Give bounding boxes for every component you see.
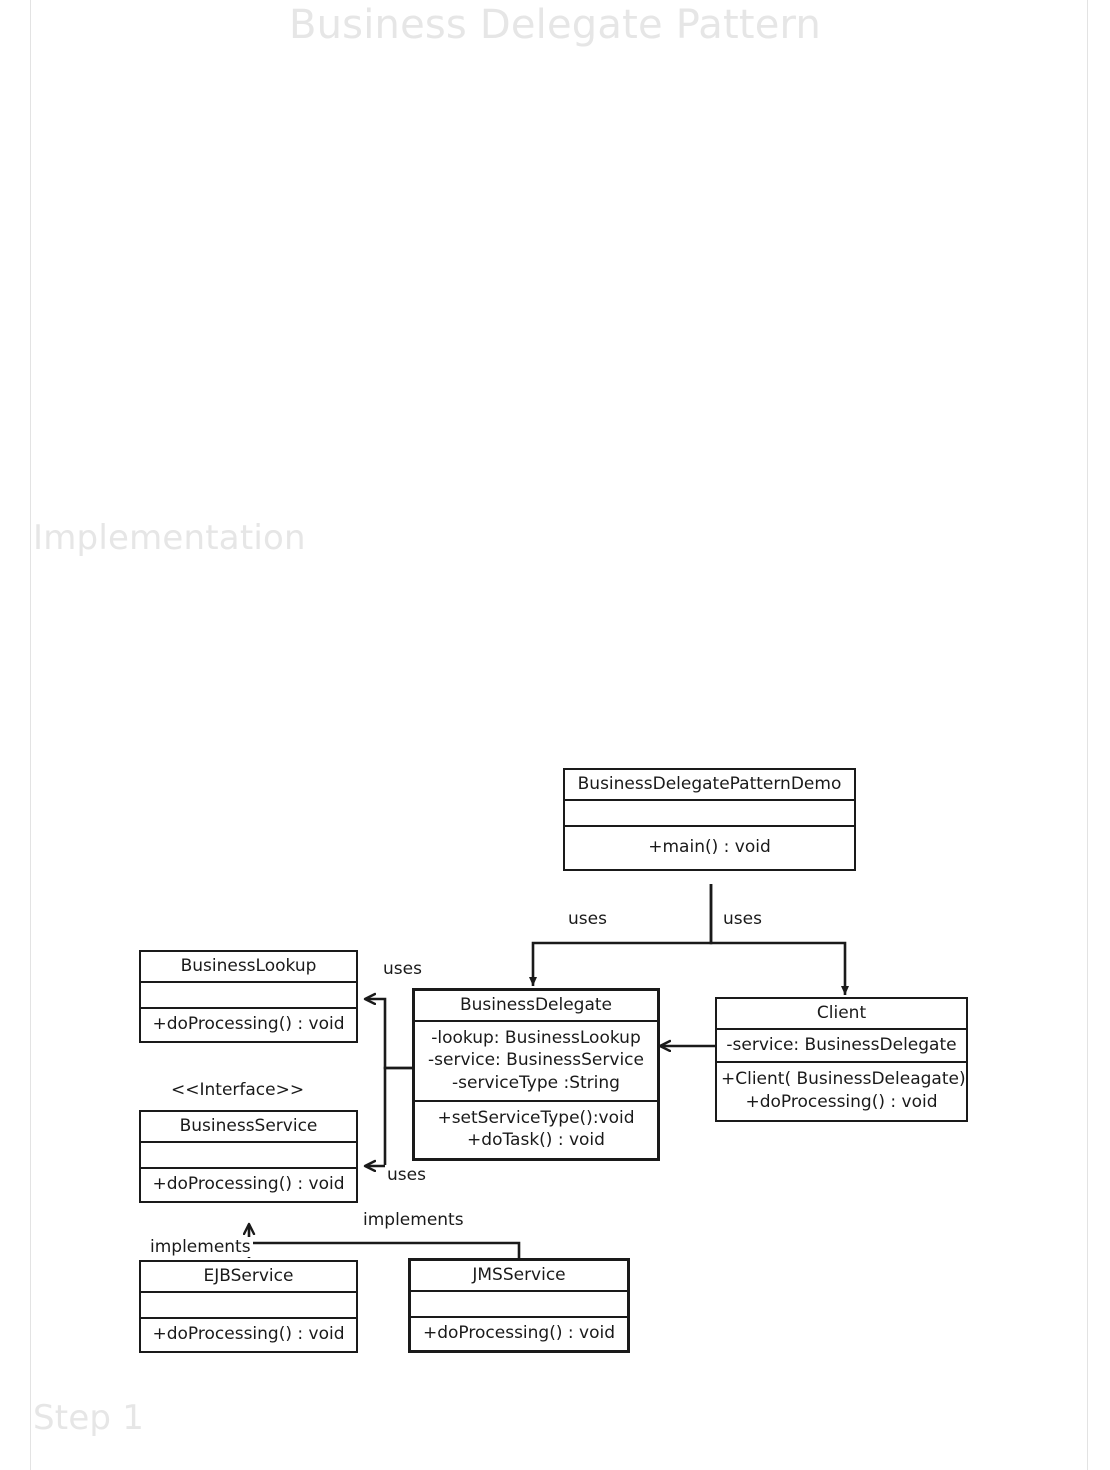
section-heading-implementation: Implementation xyxy=(33,518,306,558)
class-name-business-delegate: BusinessDelegate xyxy=(459,995,613,1015)
class-attributes-ejb-service xyxy=(141,1290,356,1317)
class-attributes-business-service xyxy=(141,1140,356,1167)
class-box-ejb-service[interactable]: EJBService +doProcessing() : void xyxy=(139,1260,358,1354)
page-rule-right xyxy=(1087,0,1088,1470)
edge-label-demo-client: uses xyxy=(721,909,764,929)
class-operation-ejb-service-do-processing: +doProcessing() : void xyxy=(141,1316,356,1351)
class-attributes-business-delegate-pattern-demo xyxy=(565,798,854,825)
class-box-business-delegate-pattern-demo[interactable]: BusinessDelegatePatternDemo +main() : vo… xyxy=(563,768,856,872)
class-attributes-jms-service xyxy=(411,1289,627,1316)
edge-label-delegate-lookup: uses xyxy=(381,959,424,979)
class-name-ejb-service: EJBService xyxy=(203,1266,294,1286)
edge-delegate-service xyxy=(365,1066,413,1166)
operation-client-ctor: +Client( BusinessDeleagate) xyxy=(721,1069,966,1090)
edge-demo-delegate xyxy=(529,884,713,986)
class-box-business-service[interactable]: BusinessService +doProcessing() : void xyxy=(139,1110,358,1204)
class-operation-business-lookup-do-processing: +doProcessing() : void xyxy=(141,1006,356,1041)
class-attributes-client: -service: BusinessDelegate xyxy=(717,1027,966,1061)
operation-do-task: +doTask() : void xyxy=(467,1130,605,1151)
attribute-lookup: -lookup: BusinessLookup xyxy=(431,1027,641,1048)
class-box-jms-service[interactable]: JMSService +doProcessing() : void xyxy=(408,1258,630,1354)
stereotype-interface-business-service: <<Interface>> xyxy=(171,1080,305,1100)
class-operation-main: +main() : void xyxy=(565,824,854,869)
class-box-business-delegate[interactable]: BusinessDelegate -lookup: BusinessLookup… xyxy=(412,988,660,1161)
attribute-service-type: -serviceType :String xyxy=(452,1072,620,1093)
operation-set-service-type: +setServiceType():void xyxy=(437,1107,635,1128)
class-operation-jms-service-do-processing: +doProcessing() : void xyxy=(411,1315,627,1350)
edge-demo-client xyxy=(709,884,849,995)
step-label: Step 1 xyxy=(33,1398,145,1438)
class-box-business-lookup[interactable]: BusinessLookup +doProcessing() : void xyxy=(139,950,358,1044)
document-title: Business Delegate Pattern xyxy=(288,2,822,48)
class-name-jms-service: JMSService xyxy=(472,1265,566,1285)
class-attributes-business-lookup xyxy=(141,980,356,1007)
class-box-client[interactable]: Client -service: BusinessDelegate +Clien… xyxy=(715,997,968,1122)
edge-label-demo-delegate: uses xyxy=(566,909,609,929)
attribute-client-service: -service: BusinessDelegate xyxy=(726,1034,957,1055)
edge-delegate-lookup xyxy=(365,999,413,1070)
edge-label-jms-implements: implements xyxy=(361,1210,466,1230)
edge-label-ejb-implements: implements xyxy=(148,1237,253,1257)
edge-jms-service xyxy=(249,1241,521,1258)
edge-label-delegate-service: uses xyxy=(385,1165,428,1185)
class-name-business-service: BusinessService xyxy=(179,1116,318,1136)
class-operations-business-delegate: +setServiceType():void +doTask() : void xyxy=(415,1099,657,1158)
attribute-service: -service: BusinessService xyxy=(428,1050,644,1071)
class-operations-client: +Client( BusinessDeleagate) +doProcessin… xyxy=(717,1061,966,1120)
class-operation-business-service-do-processing: +doProcessing() : void xyxy=(141,1166,356,1201)
page-rule-left xyxy=(30,0,31,1470)
class-name-client: Client xyxy=(816,1003,867,1023)
class-name-business-lookup: BusinessLookup xyxy=(180,956,317,976)
class-attributes-business-delegate: -lookup: BusinessLookup -service: Busine… xyxy=(415,1019,657,1100)
operation-client-do-processing: +doProcessing() : void xyxy=(745,1091,938,1112)
class-name-business-delegate-pattern-demo: BusinessDelegatePatternDemo xyxy=(577,774,842,794)
